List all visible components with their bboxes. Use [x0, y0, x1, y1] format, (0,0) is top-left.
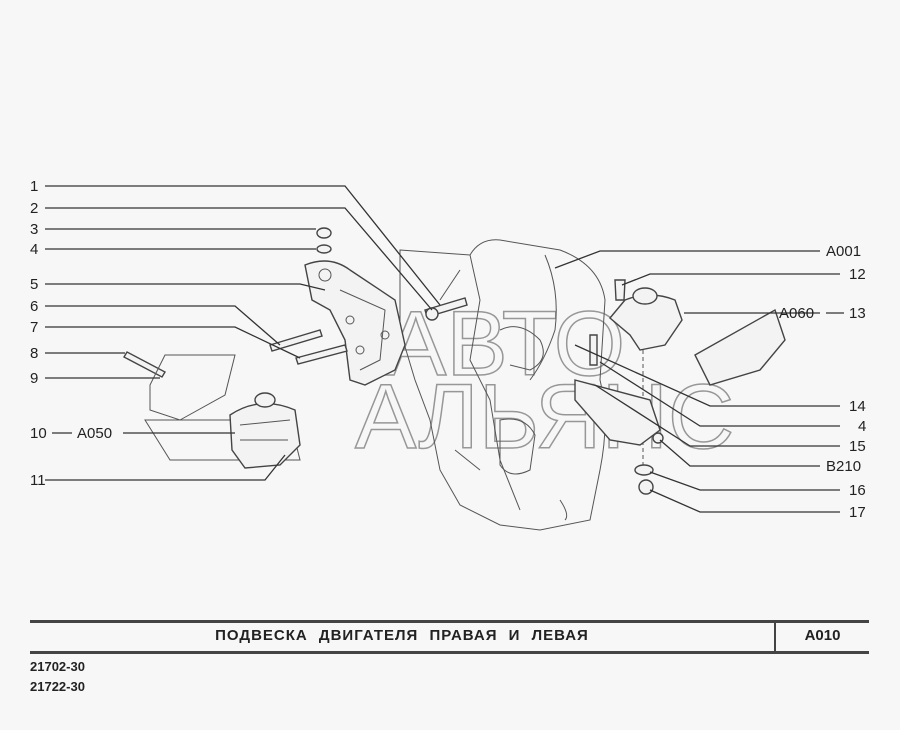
callout-11: 11	[30, 472, 46, 489]
title-divider	[774, 623, 776, 651]
battery-support	[149, 354, 236, 421]
model-code: 21702-30	[30, 659, 85, 674]
callout-ref-b210: B210	[826, 458, 861, 475]
callout-ref-a050: A050	[77, 425, 112, 442]
callout-6: 6	[30, 298, 38, 315]
callout-3: 3	[30, 221, 38, 238]
engine-mount-diagram: АВТО АЛЬЯНС	[30, 178, 866, 531]
bolt-6	[269, 329, 323, 352]
callout-9: 9	[30, 370, 38, 387]
left-bracket	[304, 260, 406, 386]
bolt-14	[589, 334, 598, 366]
model-list: 21702-30 21722-30	[30, 657, 85, 697]
callout-13: 13	[849, 305, 866, 322]
left-callouts: 1 2 3 4 5 6 7 8 9 10 A050 11	[30, 178, 112, 489]
callout-7: 7	[30, 319, 38, 336]
callout-16: 16	[849, 482, 866, 499]
callout-2: 2	[30, 200, 38, 217]
page-title: ПОДВЕСКА ДВИГАТЕЛЯ ПРАВАЯ И ЛЕВАЯ	[215, 627, 589, 644]
section-code: A010	[804, 627, 841, 644]
bolt-8	[123, 351, 166, 378]
left-engine-mount	[229, 392, 301, 469]
callout-1: 1	[30, 178, 38, 195]
title-block: ПОДВЕСКА ДВИГАТЕЛЯ ПРАВАЯ И ЛЕВАЯ A010	[30, 620, 869, 654]
callout-17: 17	[849, 504, 866, 521]
callout-ref-a001: A001	[826, 243, 861, 260]
callout-10: 10	[30, 425, 47, 442]
callout-12: 12	[849, 266, 866, 283]
bolt-12	[614, 279, 626, 301]
washer-16	[634, 464, 654, 476]
callout-ref-a060: A060	[779, 305, 814, 322]
callout-5: 5	[30, 276, 38, 293]
callout-8: 8	[30, 345, 38, 362]
heat-shield	[694, 308, 786, 386]
nut-17	[638, 479, 654, 495]
model-code: 21722-30	[30, 679, 85, 694]
leader-lines	[45, 185, 840, 513]
watermark: АВТО АЛЬЯНС	[354, 292, 735, 469]
bolt-7	[295, 344, 348, 365]
callout-14: 14	[849, 398, 866, 415]
right-bracket	[574, 379, 661, 446]
right-engine-mount	[609, 279, 683, 470]
washer-4	[316, 244, 332, 254]
engine-gearbox	[399, 239, 606, 531]
right-callouts: A001 12 A060 13 14 4 15 B210 16 17	[779, 243, 866, 521]
callout-15: 15	[849, 438, 866, 455]
nut-3	[316, 227, 332, 239]
nut-2	[425, 307, 439, 321]
watermark-line-2: АЛЬЯНС	[355, 366, 734, 468]
callout-4: 4	[30, 241, 38, 258]
callout-4-right: 4	[858, 418, 866, 435]
